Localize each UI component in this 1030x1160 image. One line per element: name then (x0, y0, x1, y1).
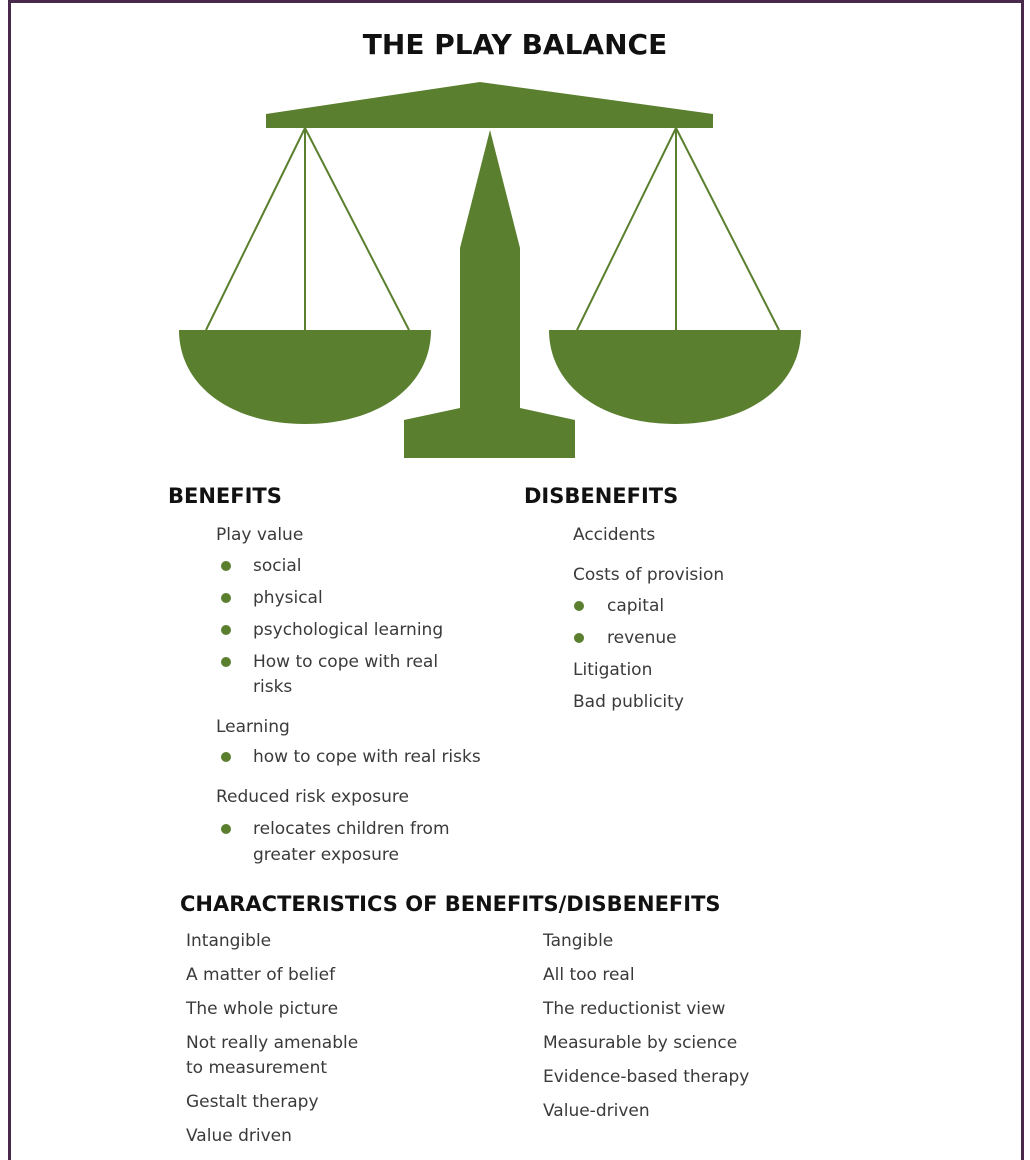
costs-label: Costs of provision (573, 565, 725, 585)
characteristic-left: A matter of belief (186, 965, 336, 985)
bullet-icon (221, 561, 231, 571)
list-item-continued: risks (253, 677, 293, 697)
characteristic-right: All too real (543, 965, 635, 985)
characteristic-right: Value-driven (543, 1101, 650, 1121)
right-pan (549, 330, 801, 424)
balance-scale-illustration (179, 82, 801, 458)
bullet-icon (574, 601, 584, 611)
list-item: physical (253, 588, 323, 608)
characteristic-left: Not really amenable (186, 1033, 359, 1053)
list-item: capital (607, 596, 665, 616)
list-item: social (253, 556, 302, 576)
characteristic-left: to measurement (186, 1058, 328, 1078)
bullet-icon (221, 824, 231, 834)
left-pan-strings (205, 127, 410, 331)
right-pan-strings (576, 127, 780, 331)
characteristic-left: Gestalt therapy (186, 1092, 319, 1112)
benefits-heading: BENEFITS (168, 484, 282, 508)
characteristic-right: Evidence-based therapy (543, 1067, 750, 1087)
characteristic-right: The reductionist view (543, 999, 726, 1019)
bullet-icon (221, 657, 231, 667)
reduced-risk-label: Reduced risk exposure (216, 787, 410, 807)
bullet-icon (221, 593, 231, 603)
scale-beam (266, 82, 713, 128)
scale-pillar (404, 130, 575, 458)
characteristics-heading: CHARACTERISTICS OF BENEFITS/DISBENEFITS (180, 892, 721, 916)
disbenefits-heading: DISBENEFITS (524, 484, 679, 508)
bullet-icon (221, 752, 231, 762)
accidents-label: Accidents (573, 525, 656, 545)
page-frame (8, 0, 1024, 1160)
characteristic-left: Value driven (186, 1126, 292, 1146)
characteristic-right: Tangible (543, 931, 614, 951)
bullet-icon (574, 633, 584, 643)
list-item: How to cope with real (253, 652, 439, 672)
list-item: relocates children from (253, 819, 450, 839)
left-pan (179, 330, 431, 424)
list-item: psychological learning (253, 620, 444, 640)
list-item-continued: greater exposure (253, 845, 399, 865)
list-item: how to cope with real risks (253, 747, 481, 767)
characteristic-right: Measurable by science (543, 1033, 738, 1053)
litigation-label: Litigation (573, 660, 653, 680)
bullet-icon (221, 625, 231, 635)
play-value-label: Play value (216, 525, 304, 545)
learning-label: Learning (216, 717, 290, 737)
list-item: revenue (607, 628, 677, 648)
characteristic-left: The whole picture (186, 999, 339, 1019)
characteristic-left: Intangible (186, 931, 272, 951)
publicity-label: Bad publicity (573, 692, 684, 712)
page-title: THE PLAY BALANCE (362, 28, 668, 61)
